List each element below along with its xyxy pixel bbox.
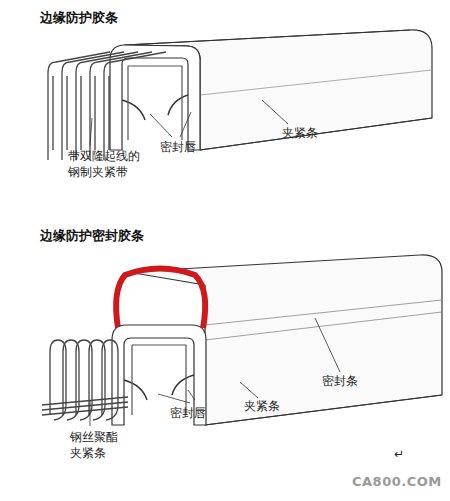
section-heading: 边缘防护密封胶条: [40, 228, 144, 244]
part-label: 夹紧条: [244, 398, 280, 414]
part-label: 密封条: [322, 373, 358, 389]
mark: ↵: [394, 446, 404, 462]
part-label: 密封唇: [170, 405, 206, 421]
part-label: 带双隆起线的 钢制夹紧带: [68, 148, 150, 180]
watermark: CA800.COM: [352, 474, 442, 490]
part-label: 密封唇: [160, 139, 196, 155]
section-heading: 边缘防护胶条: [40, 10, 118, 26]
part-label: 钢丝聚酯 夹紧条: [70, 429, 126, 461]
part-label: 夹紧条: [282, 125, 318, 141]
